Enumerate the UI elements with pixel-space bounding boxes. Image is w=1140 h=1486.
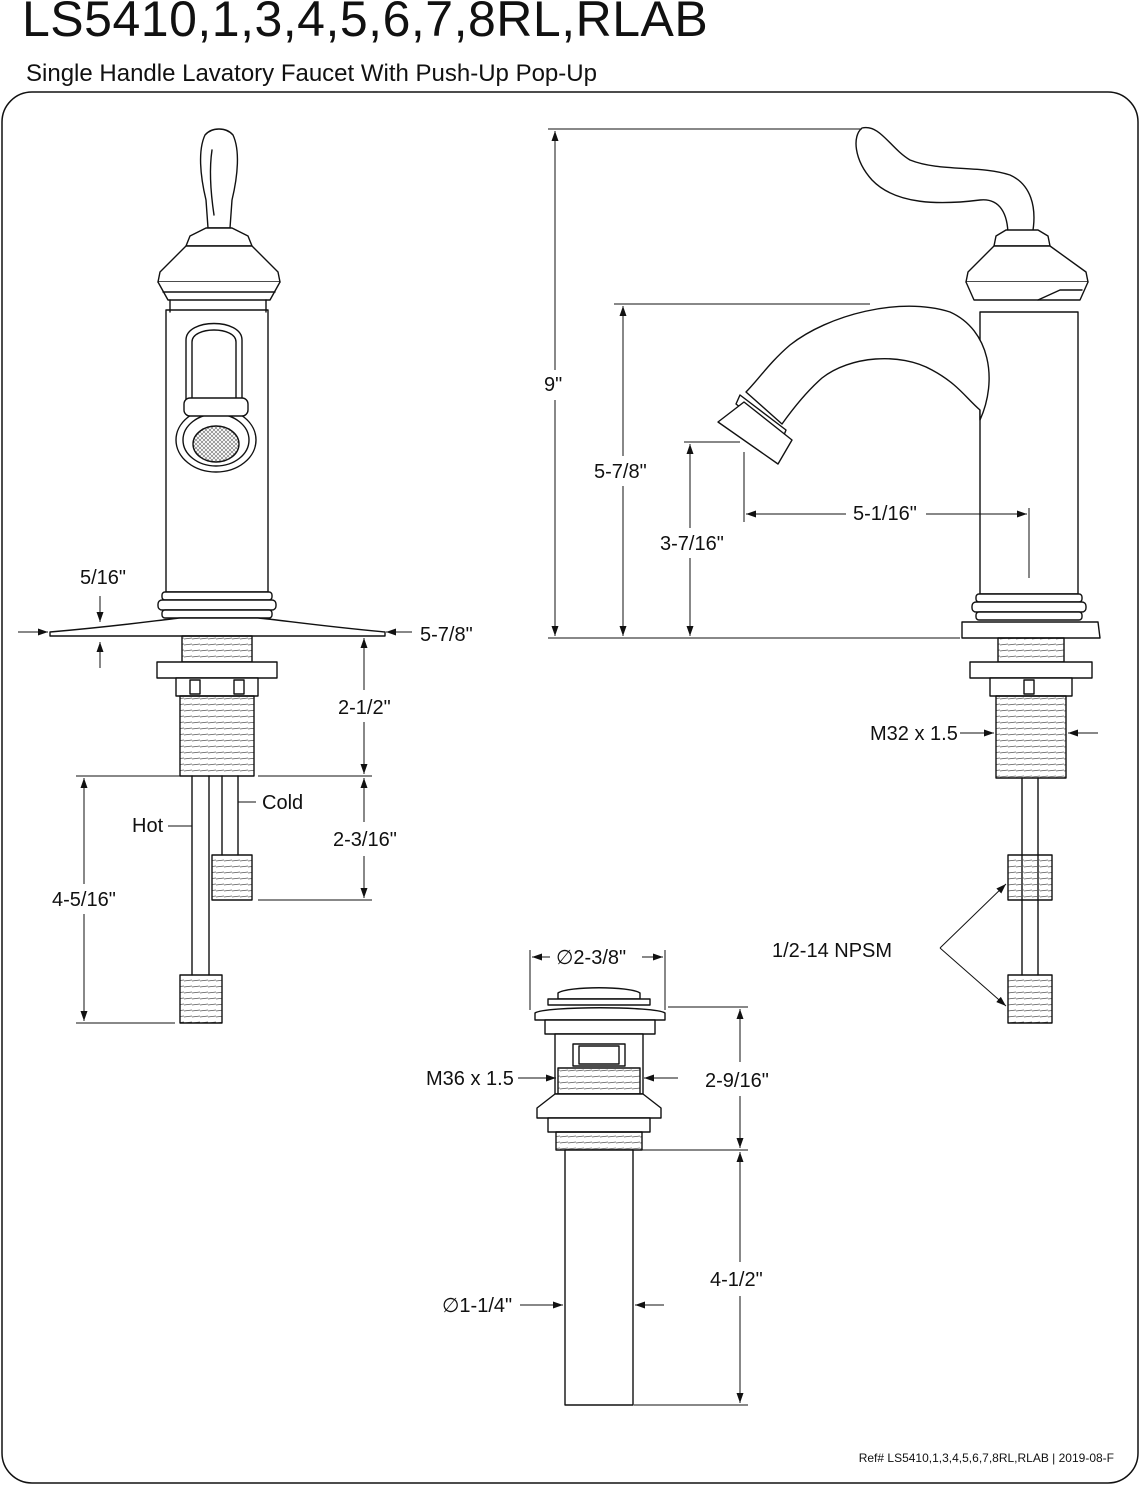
pop-up-drain [534, 987, 666, 1406]
dim-spout-height: 5-7/8" [594, 461, 647, 483]
cold-label: Cold [262, 792, 303, 814]
dim-shank-thread: M32 x 1.5 [870, 723, 958, 745]
dim-body-thread: M36 x 1.5 [426, 1068, 514, 1090]
front-view-faucet [49, 128, 386, 1024]
hot-label: Hot [132, 815, 164, 837]
dim-deck-thickness: 5/16" [80, 567, 126, 589]
side-view-faucet [717, 126, 1101, 1024]
dim-supply-length: 4-5/16" [52, 889, 116, 911]
dim-supply-thread: 1/2-14 NPSM [772, 940, 892, 962]
dim-supply-offset: 2-3/16" [333, 829, 397, 851]
dim-tailpiece-length: 4-1/2" [710, 1269, 763, 1291]
dim-tailpiece-diameter: ∅1-1/4" [442, 1295, 512, 1317]
product-subtitle: Single Handle Lavatory Faucet With Push-… [26, 60, 597, 87]
drawing-border [1, 91, 1139, 1484]
dim-aerator-height: 3-7/16" [660, 533, 724, 555]
dim-deck-plate-width: 5-7/8" [420, 624, 473, 646]
dim-flange-diameter: ∅2-3/8" [556, 947, 626, 969]
dim-body-height: 2-9/16" [705, 1070, 769, 1092]
model-title: LS5410,1,3,4,5,6,7,8RL,RLAB [22, 0, 709, 47]
dim-shank-length: 2-1/2" [338, 697, 391, 719]
dim-overall-height: 9" [544, 374, 562, 396]
dim-spout-reach: 5-1/16" [853, 503, 917, 525]
reference-footer: Ref# LS5410,1,3,4,5,6,7,8RL,RLAB | 2019-… [859, 1451, 1114, 1465]
